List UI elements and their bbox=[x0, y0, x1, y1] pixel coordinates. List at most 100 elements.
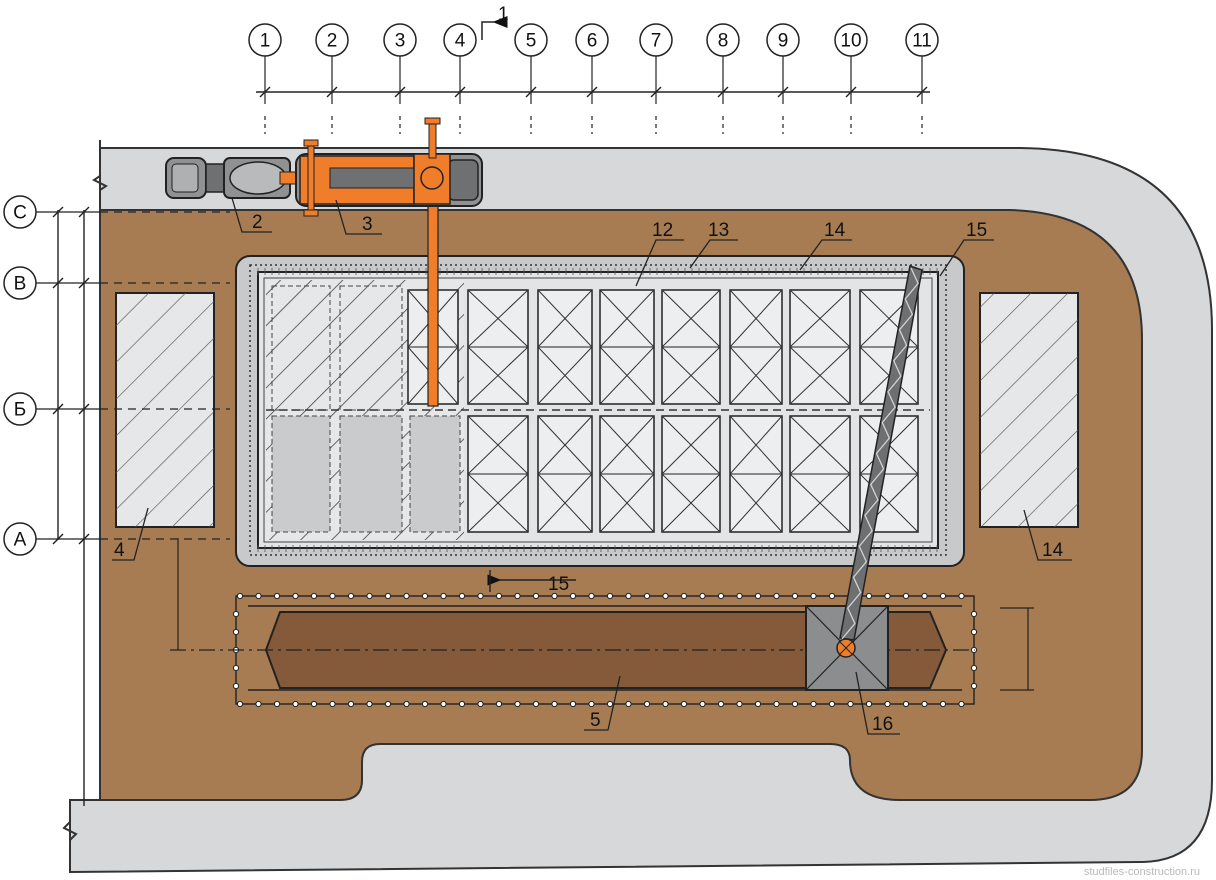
fence-post bbox=[736, 700, 743, 708]
callout-storage-right: 14 bbox=[1023, 509, 1072, 561]
svg-text:5: 5 bbox=[590, 710, 601, 731]
fence-post bbox=[236, 592, 244, 600]
callout-storage-left: 4 bbox=[112, 507, 149, 561]
column-axis-5: 5 bbox=[514, 23, 548, 134]
svg-text:10: 10 bbox=[840, 31, 861, 52]
fence-post bbox=[810, 592, 817, 600]
poured-concrete-block bbox=[271, 415, 331, 533]
fence-post bbox=[939, 700, 947, 708]
svg-text:11: 11 bbox=[912, 31, 932, 52]
fence-post bbox=[329, 592, 336, 600]
boom-lattice bbox=[841, 267, 919, 640]
fence-post bbox=[273, 700, 281, 708]
fence-post bbox=[717, 700, 725, 708]
formwork-panel bbox=[789, 415, 851, 533]
concrete-pump-truck bbox=[295, 117, 483, 217]
fence-post bbox=[662, 700, 669, 708]
fence-post bbox=[699, 592, 706, 600]
fence-post bbox=[828, 592, 836, 600]
section-mark-top bbox=[481, 16, 508, 40]
fence-post bbox=[958, 700, 965, 708]
poured-concrete-outline bbox=[271, 285, 331, 411]
fence-post bbox=[970, 628, 978, 636]
fence-post bbox=[514, 592, 521, 600]
fence-post bbox=[366, 700, 373, 708]
fence-post bbox=[662, 592, 669, 600]
svg-text:8: 8 bbox=[718, 31, 729, 52]
fence-post bbox=[477, 592, 484, 600]
fence-post bbox=[865, 700, 873, 708]
row-axis-Б: Б bbox=[3, 392, 230, 426]
fence-post bbox=[643, 592, 651, 600]
fence-post bbox=[625, 700, 632, 708]
fence-post bbox=[329, 700, 336, 708]
svg-text:9: 9 bbox=[778, 31, 789, 52]
fence-post bbox=[255, 592, 262, 600]
fence-post bbox=[232, 664, 240, 672]
fence-post bbox=[606, 700, 614, 708]
fence-post bbox=[810, 700, 817, 708]
fence-post bbox=[421, 592, 429, 600]
svg-text:2: 2 bbox=[327, 31, 338, 52]
svg-text:4: 4 bbox=[455, 31, 466, 52]
callout-section-arrow: 15 bbox=[487, 570, 576, 595]
fence-post bbox=[551, 592, 558, 600]
svg-text:Б: Б bbox=[14, 400, 26, 421]
fence-post bbox=[403, 592, 410, 600]
fence-post bbox=[643, 700, 651, 708]
callout-crane-track: 15 bbox=[939, 220, 994, 277]
column-axis-2: 2 bbox=[315, 23, 349, 134]
formwork-panel bbox=[729, 289, 783, 405]
formwork-panel bbox=[467, 415, 529, 533]
svg-text:В: В bbox=[14, 274, 27, 295]
callout-pit-edge: 14 bbox=[799, 220, 852, 271]
fence-post bbox=[477, 700, 484, 708]
fence-post bbox=[569, 700, 577, 708]
callout-concrete-pump: 3 bbox=[335, 199, 382, 235]
fence-post bbox=[532, 700, 540, 708]
formwork-panel bbox=[537, 289, 593, 405]
poured-concrete-block bbox=[339, 415, 403, 533]
fence-post bbox=[625, 592, 632, 600]
guard-rail bbox=[249, 264, 947, 556]
fence-post bbox=[847, 700, 854, 708]
column-axis-1: 1 bbox=[248, 23, 282, 134]
fence-post bbox=[384, 592, 392, 600]
fence-post bbox=[791, 592, 799, 600]
fence-post bbox=[495, 700, 503, 708]
fence-post bbox=[292, 700, 299, 708]
fence-post bbox=[232, 610, 240, 618]
fence-post bbox=[273, 592, 281, 600]
truck-mixer bbox=[165, 157, 297, 199]
formwork-panel bbox=[729, 415, 783, 533]
column-axis-6: 6 bbox=[575, 23, 609, 134]
svg-text:7: 7 bbox=[651, 31, 662, 52]
callout-truck-mixer: 2 bbox=[231, 197, 272, 233]
svg-text:13: 13 bbox=[708, 220, 729, 241]
fence-post bbox=[551, 700, 558, 708]
svg-text:4: 4 bbox=[114, 540, 125, 561]
callout-formwork-panel: 12 bbox=[635, 220, 684, 287]
poured-concrete-block bbox=[409, 415, 461, 533]
svg-text:12: 12 bbox=[652, 220, 673, 241]
section-mark-label: 1 bbox=[498, 4, 509, 25]
fence-post bbox=[310, 592, 318, 600]
fence-post bbox=[440, 592, 447, 600]
fence-post bbox=[754, 592, 762, 600]
fence-post bbox=[232, 628, 240, 636]
fence-post bbox=[699, 700, 706, 708]
column-axis-7: 7 bbox=[639, 23, 673, 134]
pump-boom bbox=[427, 171, 439, 407]
fence-post bbox=[532, 592, 540, 600]
column-axis-3: 3 bbox=[383, 23, 417, 134]
fence-post bbox=[921, 700, 928, 708]
column-axis-9: 9 bbox=[766, 23, 800, 134]
fence-post bbox=[421, 700, 429, 708]
fence-post bbox=[865, 592, 873, 600]
svg-text:А: А bbox=[14, 530, 27, 551]
fence-post bbox=[791, 700, 799, 708]
svg-text:5: 5 bbox=[526, 31, 537, 52]
callout-guard-rail: 13 bbox=[689, 220, 738, 269]
svg-text:3: 3 bbox=[395, 31, 406, 52]
column-axis-11: 11 bbox=[905, 23, 939, 134]
